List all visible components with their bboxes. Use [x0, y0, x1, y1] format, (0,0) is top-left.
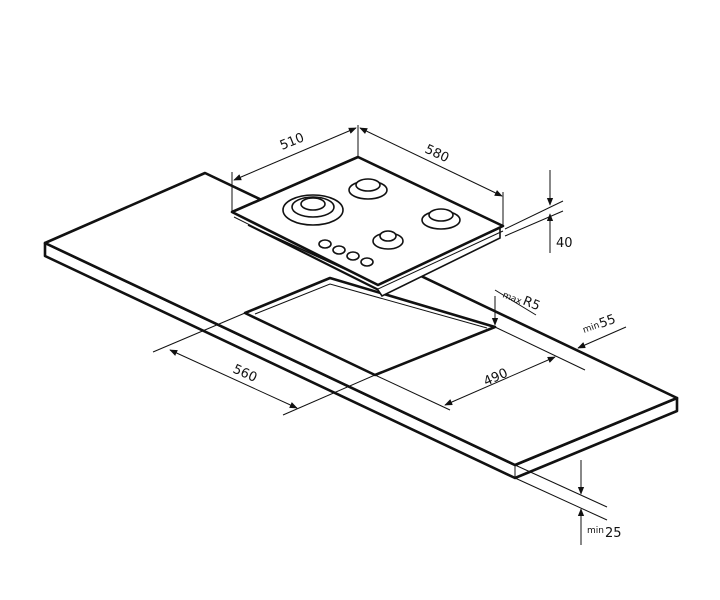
- drawing-stroke: [233, 216, 504, 290]
- drawing-stroke: [379, 230, 397, 242]
- burner-large: [282, 194, 344, 226]
- burner-right: [421, 208, 461, 230]
- drawing-stroke: [494, 289, 537, 316]
- drawing-stroke: [374, 374, 451, 411]
- dimension-label: min: [582, 321, 601, 336]
- drawing-stroke: [152, 312, 246, 353]
- dimension-label: 40: [556, 236, 573, 251]
- dimension-label: 510: [278, 131, 307, 154]
- drawing-stroke: [318, 239, 332, 249]
- dimension-label: R5: [521, 294, 543, 314]
- drawing-stroke: [494, 326, 586, 371]
- dimension-label: 25: [605, 526, 622, 541]
- drawing-stroke: [282, 374, 376, 416]
- drawing-stroke: [169, 349, 298, 409]
- drawing-stroke: [514, 477, 608, 521]
- dimension-label: min: [587, 526, 604, 536]
- drawing-stroke: [300, 197, 326, 211]
- drawing-stroke: [254, 283, 488, 329]
- drawing-stroke: [332, 245, 346, 255]
- drawing-stroke: [360, 257, 374, 267]
- drawing-stroke: [346, 251, 360, 261]
- drawing-stroke: [514, 464, 608, 508]
- drawing-stroke: [355, 178, 381, 192]
- drawing-stroke: [428, 208, 454, 222]
- dimension-label: 560: [230, 362, 259, 386]
- dimension-worktop-thickness: min 25: [514, 460, 622, 545]
- dimension-hob-height: 40: [504, 170, 573, 253]
- drawing-stroke: [233, 127, 357, 181]
- drawing-stroke: [504, 200, 564, 230]
- burner-front: [372, 230, 404, 250]
- drawing-stroke: [504, 210, 564, 237]
- drawing-stroke: [359, 127, 503, 197]
- drawing-stroke: [577, 326, 627, 349]
- control-knobs: [318, 239, 374, 267]
- drawing-stroke: [444, 356, 556, 406]
- dimension-label: 55: [597, 312, 618, 332]
- dimension-label: 580: [422, 142, 451, 166]
- dimension-edge-distance: min 55: [494, 312, 627, 371]
